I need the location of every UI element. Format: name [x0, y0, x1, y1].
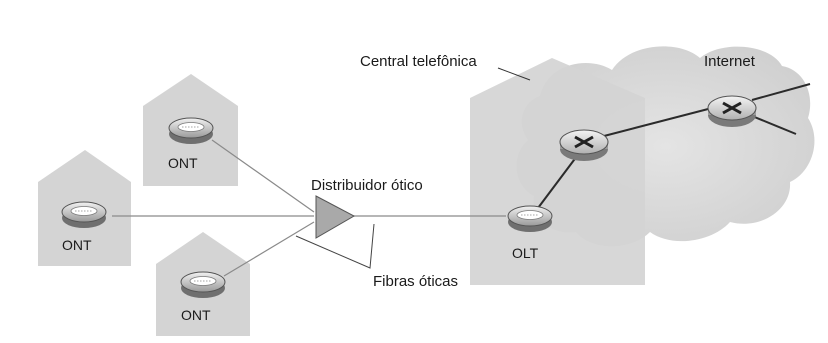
olt-label: OLT	[512, 245, 539, 261]
router-router-link	[603, 107, 713, 137]
ont-top-label: ONT	[168, 155, 198, 171]
ont-device-icon	[168, 117, 214, 145]
olt-router-link	[537, 151, 581, 209]
fiber-callout-pointer	[295, 223, 375, 269]
central-callout-pointer	[497, 67, 531, 81]
optical-splitter-icon	[315, 195, 356, 239]
router-uplink	[751, 83, 811, 101]
ont-bottom-label: ONT	[181, 307, 211, 323]
olt-device-icon	[507, 205, 553, 233]
ont-device-icon	[180, 271, 226, 299]
internet-label: Internet	[704, 53, 756, 70]
central-office-building	[470, 58, 645, 285]
central-office-label: Central telefônica	[360, 53, 477, 70]
fiber-bottom	[223, 221, 315, 277]
router-icon	[706, 94, 758, 129]
splitter-label: Distribuidor ótico	[311, 177, 423, 194]
ont-device-icon	[61, 201, 107, 229]
router-downlink	[751, 115, 797, 135]
fibers-label: Fibras óticas	[373, 273, 458, 290]
ont-left-label: ONT	[62, 237, 92, 253]
router-icon	[558, 128, 610, 163]
fiber-top	[211, 139, 315, 213]
